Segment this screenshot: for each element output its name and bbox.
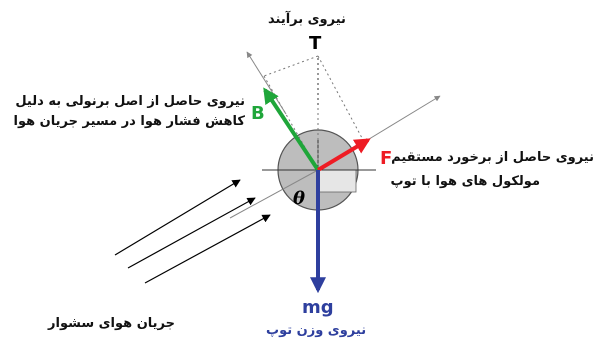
weight-symbol: mg xyxy=(302,297,334,318)
impact-caption-line2: مولکول های هوا با توپ xyxy=(391,174,540,189)
weight-caption: نیروی وزن توپ xyxy=(266,323,366,338)
lift-caption: نیروی برآیند xyxy=(268,12,346,27)
airflow-caption: جریان هوای سشوار xyxy=(48,316,175,331)
bernoulli-symbol: B xyxy=(251,103,265,124)
angle-symbol: θ xyxy=(293,188,305,209)
lift-symbol: T xyxy=(309,33,321,54)
bernoulli-caption-line2: کاهش فشار هوا در مسیر جریان هوا xyxy=(14,114,245,129)
airflow-arrows xyxy=(115,180,270,283)
impact-caption-line1: نیروی حاصل از برخورد مستقیم xyxy=(391,150,594,165)
bernoulli-caption-line1: نیروی حاصل از اصل برنولی به دلیل xyxy=(15,94,245,109)
